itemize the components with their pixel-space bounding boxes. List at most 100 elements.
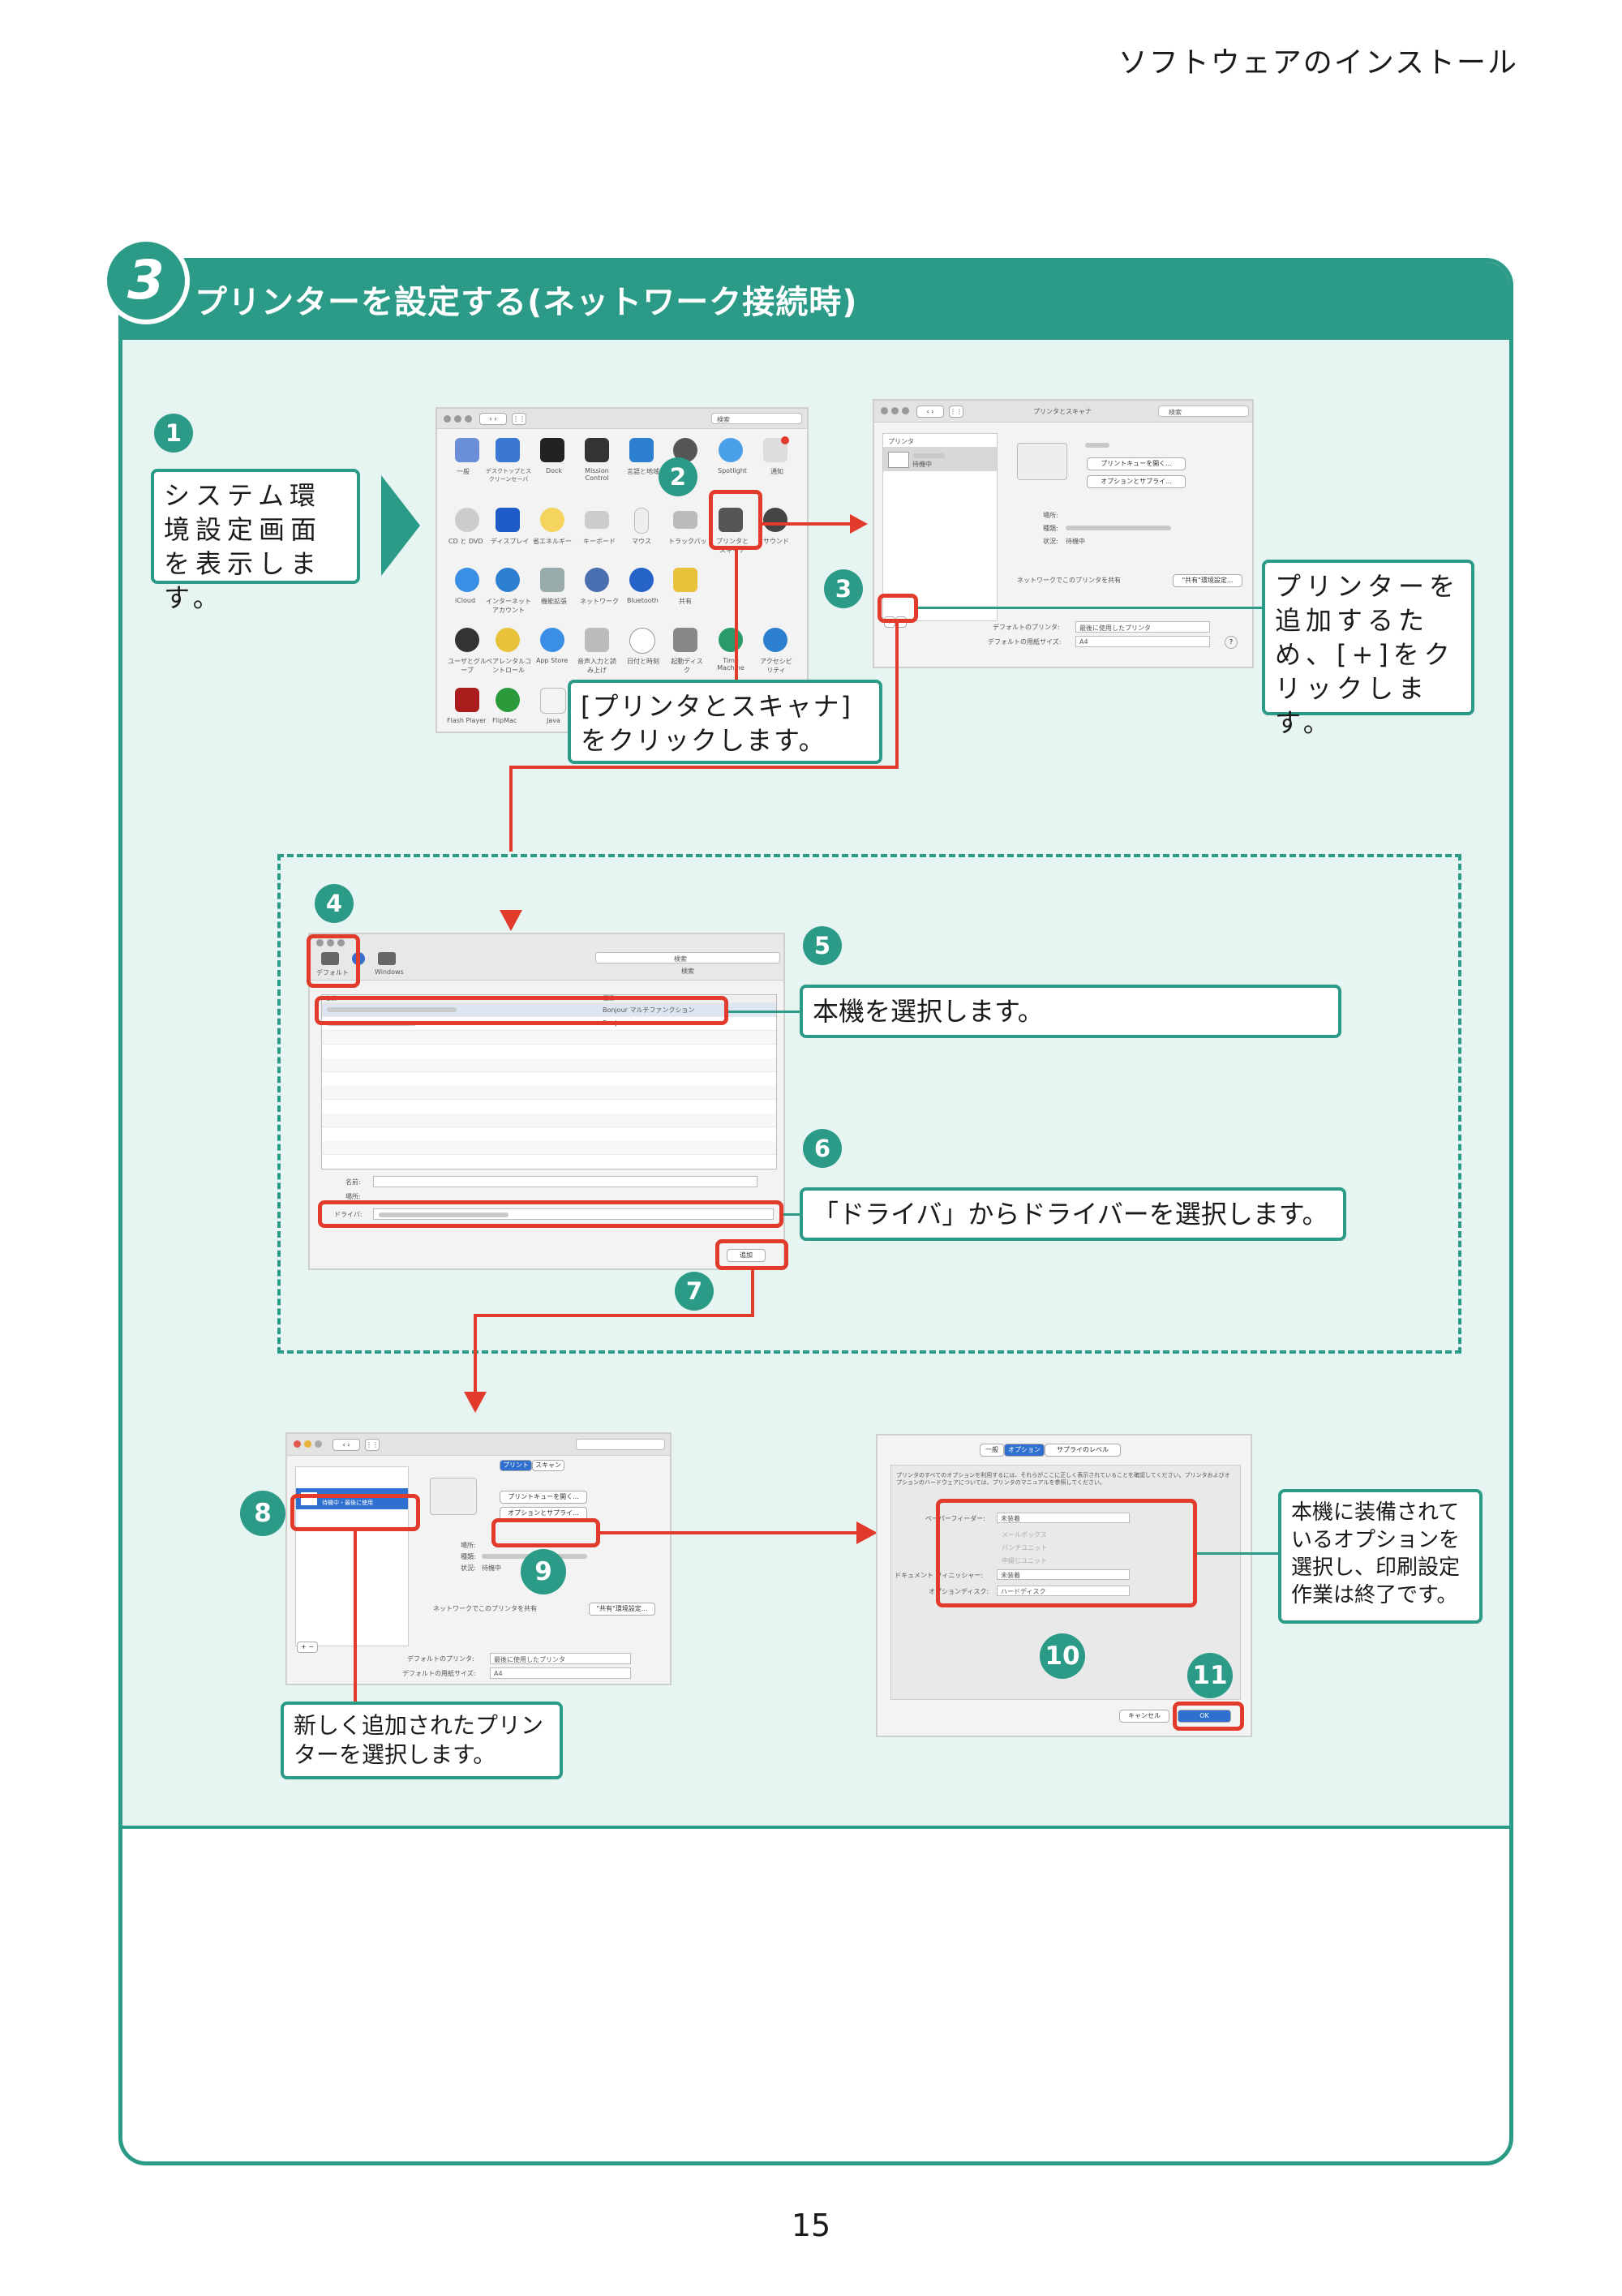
close-icon[interactable]: [316, 939, 324, 946]
zoom-icon[interactable]: [465, 415, 472, 423]
driver-value: [379, 1212, 508, 1217]
sharing-prefs-button[interactable]: "共有"環境設定...: [1173, 574, 1242, 587]
icloud-icon[interactable]: [455, 568, 479, 592]
minimize-icon[interactable]: [327, 939, 334, 946]
minimize-icon[interactable]: [454, 415, 461, 423]
options-description: プリンタのすべてのオプションを利用するには、それらがここに正しく表示されているこ…: [896, 1472, 1230, 1486]
options-supplies-button[interactable]: オプションとサプライ...: [1087, 475, 1186, 488]
nav-back-forward-icon[interactable]: ‹ ›: [333, 1439, 360, 1451]
close-icon[interactable]: [294, 1440, 301, 1448]
name-field[interactable]: [373, 1176, 757, 1187]
options-highlight: [936, 1499, 1197, 1607]
minimize-icon[interactable]: [891, 407, 899, 414]
flash-player-icon[interactable]: [455, 688, 479, 712]
nav-back-forward-icon[interactable]: ‹ ›: [479, 413, 507, 425]
printer-scanner-icon[interactable]: [719, 508, 743, 532]
default-printer-select[interactable]: 最後に使用したプリンタ: [1075, 621, 1210, 633]
mailbox-checkbox[interactable]: メールボックス: [1002, 1531, 1047, 1539]
parental-controls-icon[interactable]: [496, 628, 520, 652]
date-time-icon[interactable]: [629, 628, 655, 654]
grid-view-icon[interactable]: ⋮⋮: [949, 406, 963, 418]
trackpad-icon[interactable]: [673, 511, 697, 529]
default-printer-tab-icon[interactable]: [321, 952, 339, 965]
printer-list-item[interactable]: 待機中: [883, 447, 997, 471]
cancel-button[interactable]: キャンセル: [1119, 1710, 1169, 1723]
general-icon[interactable]: [455, 438, 479, 462]
search-input[interactable]: 検索: [1158, 406, 1249, 417]
sharing-icon[interactable]: [673, 568, 697, 592]
tab-options[interactable]: オプション: [1004, 1444, 1045, 1457]
mouse-icon[interactable]: [634, 508, 649, 534]
paper-size-select[interactable]: A4: [1075, 636, 1210, 647]
minimize-icon[interactable]: [304, 1440, 311, 1448]
flip4mac-icon[interactable]: [496, 688, 520, 712]
tab-windows[interactable]: Windows: [375, 968, 404, 976]
option-disk-select[interactable]: ハードディスク: [997, 1586, 1130, 1596]
share-checkbox[interactable]: ネットワークでこのプリンタを共有: [433, 1605, 537, 1612]
search-input[interactable]: [576, 1439, 665, 1450]
close-icon[interactable]: [881, 407, 888, 414]
language-icon[interactable]: [629, 438, 654, 462]
arrow-line: [474, 1314, 477, 1393]
paper-size-value: A4: [1079, 638, 1088, 646]
staple-unit-checkbox[interactable]: 中綴じユニット: [1002, 1557, 1047, 1564]
bluetooth-icon[interactable]: [629, 568, 654, 592]
dock-icon[interactable]: [540, 438, 564, 462]
network-icon[interactable]: [585, 568, 609, 592]
cd-dvd-icon[interactable]: [455, 508, 479, 532]
nav-back-forward-icon[interactable]: ‹ ›: [916, 406, 944, 418]
grid-view-icon[interactable]: ⋮⋮: [365, 1439, 380, 1451]
sharing-prefs-button[interactable]: "共有"環境設定...: [589, 1603, 655, 1616]
open-print-queue-button[interactable]: プリントキューを開く...: [1087, 457, 1186, 470]
ok-button[interactable]: OK: [1178, 1710, 1231, 1723]
extensions-icon[interactable]: [540, 568, 564, 592]
add-button[interactable]: 追加: [727, 1249, 766, 1262]
open-print-queue-button[interactable]: プリントキューを開く...: [500, 1491, 587, 1504]
tab-print[interactable]: プリント: [500, 1460, 532, 1471]
zoom-icon[interactable]: [337, 939, 345, 946]
users-groups-icon[interactable]: [455, 628, 479, 652]
step-badge-1: 1: [154, 414, 193, 453]
printer-list-item-selected[interactable]: 待機中・最後に使用: [296, 1488, 408, 1509]
energy-saver-icon[interactable]: [540, 508, 564, 532]
close-icon[interactable]: [444, 415, 451, 423]
paper-size-select[interactable]: A4: [490, 1667, 631, 1679]
default-printer-label: デフォルトのプリンタ:: [407, 1655, 474, 1663]
tab-default[interactable]: デフォルト: [316, 969, 349, 976]
grid-view-icon[interactable]: ⋮⋮: [512, 413, 526, 425]
paper-feeder-value: 未装着: [1001, 1515, 1020, 1522]
tab-supply-levels[interactable]: サプライのレベル: [1045, 1444, 1121, 1457]
internet-accounts-icon[interactable]: [496, 568, 520, 592]
table-row[interactable]: Bonjour マルチファンクション: [322, 1003, 776, 1017]
app-store-icon[interactable]: [540, 628, 564, 652]
keyboard-icon[interactable]: [585, 511, 609, 529]
default-printer-select[interactable]: 最後に使用したプリンタ: [490, 1653, 631, 1664]
tab-general[interactable]: 一般: [980, 1444, 1004, 1457]
help-icon[interactable]: ?: [1225, 636, 1238, 649]
mission-control-icon[interactable]: [585, 438, 609, 462]
search-input[interactable]: 検索: [595, 952, 780, 963]
finisher-select[interactable]: 未装着: [997, 1569, 1130, 1580]
accessibility-icon[interactable]: [763, 628, 787, 652]
zoom-icon[interactable]: [315, 1440, 322, 1448]
share-checkbox[interactable]: ネットワークでこのプリンタを共有: [1017, 577, 1121, 584]
display-icon[interactable]: [496, 508, 520, 532]
add-remove-buttons[interactable]: + −: [297, 1642, 318, 1653]
desktop-icon[interactable]: [496, 438, 520, 462]
punch-unit-checkbox[interactable]: パンチユニット: [1002, 1544, 1048, 1551]
tab-scan[interactable]: スキャン: [532, 1460, 564, 1471]
time-machine-icon[interactable]: [719, 628, 743, 652]
search-input[interactable]: 検索: [711, 413, 802, 424]
pref-label: 一般: [457, 468, 470, 475]
spotlight-icon[interactable]: [719, 438, 743, 462]
sound-icon[interactable]: [763, 508, 787, 532]
driver-select[interactable]: [373, 1208, 774, 1220]
java-icon[interactable]: [540, 688, 566, 714]
paper-feeder-select[interactable]: 未装着: [997, 1513, 1130, 1523]
dictation-icon[interactable]: [585, 628, 609, 652]
pref-label: トラックパッド: [668, 538, 714, 545]
startup-disk-icon[interactable]: [673, 628, 697, 652]
section-number: 3: [127, 249, 165, 311]
windows-tab-icon[interactable]: [378, 952, 396, 965]
zoom-icon[interactable]: [902, 407, 909, 414]
